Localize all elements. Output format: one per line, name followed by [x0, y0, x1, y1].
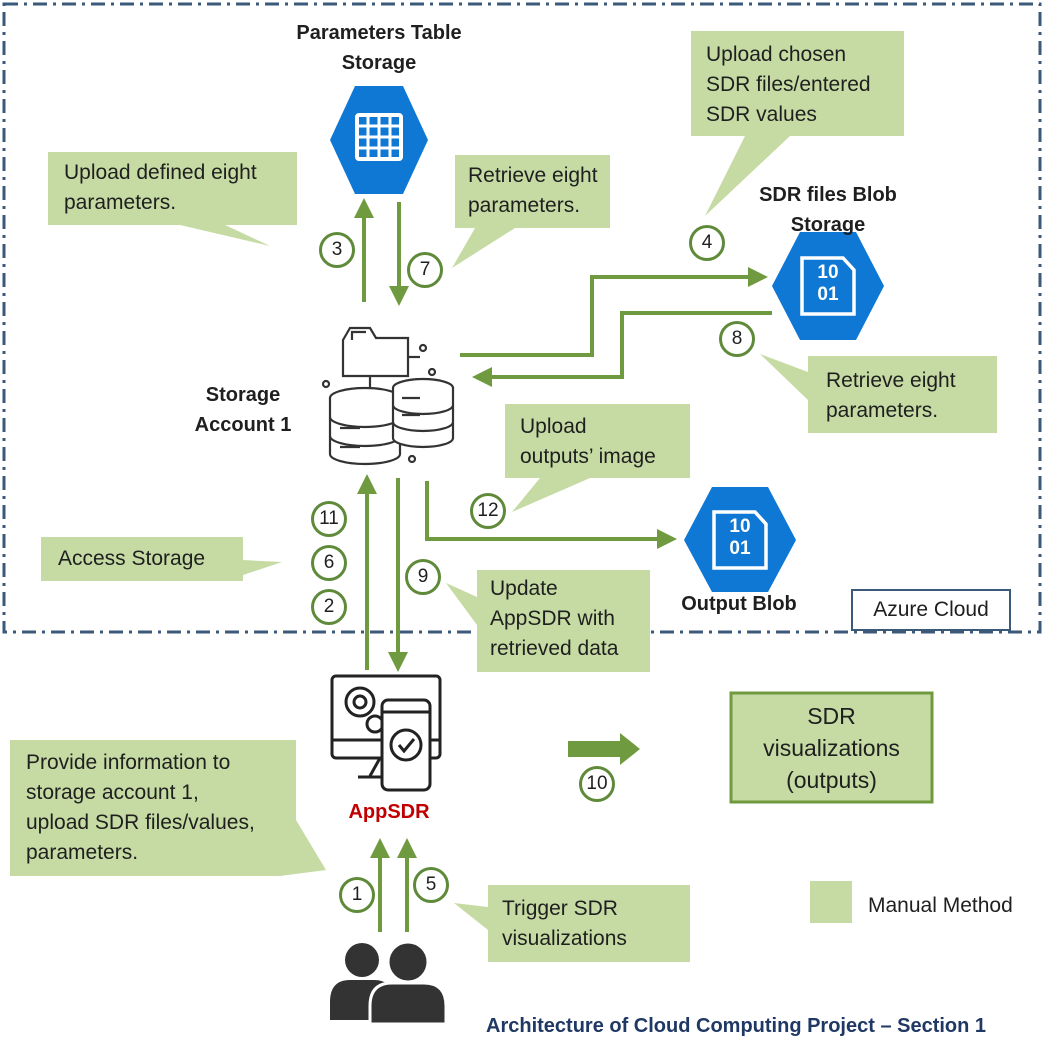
callout-upload-defined-parameters-text: Upload defined eight parameters. [64, 161, 257, 214]
step-5: 5 [413, 867, 449, 903]
outputs-box-text: SDR visualizations (outputs) [763, 703, 900, 793]
legend-label: Manual Method [868, 894, 1013, 917]
callout-upload-outputs-image-text: Upload outputs’ image [520, 415, 656, 468]
storage-account-icon [321, 326, 455, 466]
arrow-step-4 [460, 267, 768, 357]
callout-retrieve-parameters-top [452, 155, 610, 268]
output-blob-icon [684, 487, 796, 592]
step-11: 11 [311, 501, 347, 537]
sdr-blob-storage-icon [772, 232, 884, 340]
storage-account-label: Storage Account 1 [194, 384, 292, 436]
step-2: 2 [311, 589, 347, 625]
step-10: 10 [579, 766, 615, 802]
callout-access-storage [41, 537, 282, 581]
azure-cloud-label: Azure Cloud [851, 589, 1011, 631]
callout-trigger-visualizations [454, 885, 690, 962]
callout-retrieve-parameters-right [760, 354, 997, 433]
step-12: 12 [470, 493, 506, 529]
blob-icon-text-sdr: 10 01 [817, 262, 839, 305]
callout-provide-information [10, 740, 326, 876]
callout-trigger-visualizations-text: Trigger SDR visualizations [502, 897, 627, 950]
arrow-step-8 [472, 311, 772, 387]
callout-update-appsdr [446, 570, 650, 672]
table-storage-icon [330, 86, 428, 194]
callout-access-storage-text: Access Storage [58, 547, 206, 570]
diagram-title: Architecture of Cloud Computing Project … [486, 1015, 987, 1037]
users-icon [330, 940, 448, 1026]
step-1: 1 [339, 877, 375, 913]
callout-update-appsdr-text: Update AppSDR with retrieved data [490, 577, 619, 660]
step-3: 3 [319, 232, 355, 268]
app-label: AppSDR [348, 801, 430, 823]
legend-swatch [810, 881, 852, 923]
callout-upload-defined-parameters [48, 152, 297, 246]
callout-upload-outputs-image [505, 404, 690, 512]
callout-retrieve-parameters-right-text: Retrieve eight parameters. [826, 369, 956, 422]
arrow-step-12 [425, 481, 677, 549]
callout-retrieve-parameters-top-text: Retrieve eight parameters. [468, 164, 598, 217]
callout-upload-sdr-files-text: Upload chosen SDR files/entered SDR valu… [706, 43, 871, 126]
outputs-box [729, 691, 934, 804]
callout-upload-sdr-files [691, 31, 904, 216]
parameters-table-storage-label: Parameters Table Storage [296, 22, 462, 74]
step-6: 6 [311, 545, 347, 581]
step-8: 8 [719, 321, 755, 357]
blob-icon-text-output: 10 01 [729, 516, 751, 559]
callout-provide-information-text: Provide information to storage account 1… [26, 751, 255, 864]
app-gear-mobile-icon [330, 674, 442, 792]
sdr-files-blob-storage-label: SDR files Blob Storage [759, 184, 897, 236]
step-4: 4 [689, 225, 725, 261]
step-7: 7 [407, 252, 443, 288]
output-blob-label: Output Blob [681, 593, 797, 615]
arrow-step-10 [568, 733, 640, 765]
step-9: 9 [405, 559, 441, 595]
